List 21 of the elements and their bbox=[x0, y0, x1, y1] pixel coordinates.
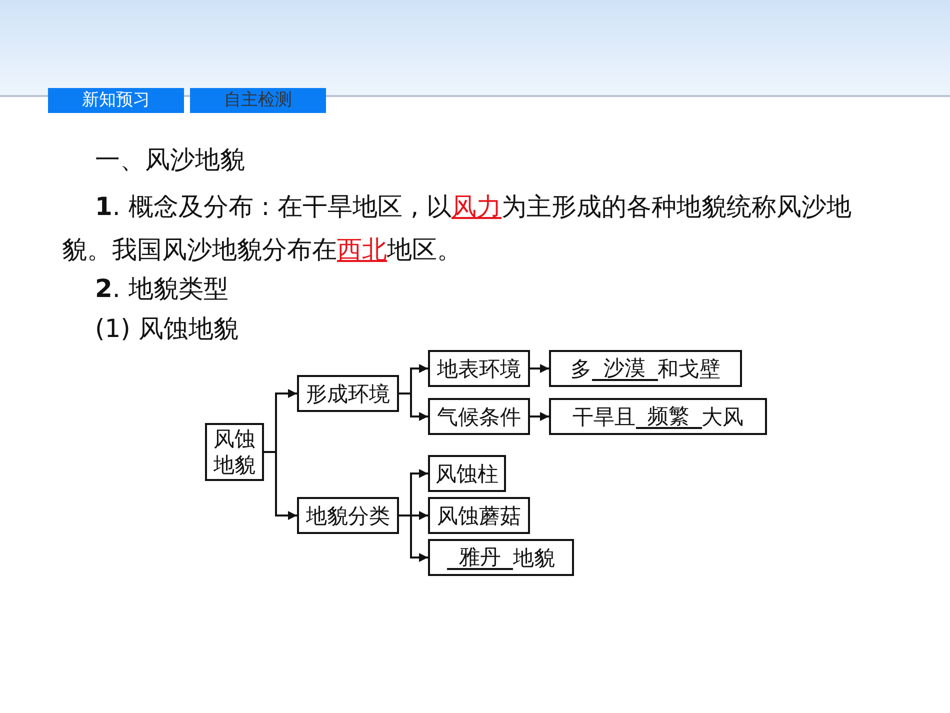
subheading: 2. 地貌类型 bbox=[95, 273, 228, 305]
concept-box: 雅丹 地貌 bbox=[428, 539, 574, 576]
arrow bbox=[530, 412, 549, 421]
subheading: (1) 风蚀地貌 bbox=[95, 313, 238, 345]
concept-box: 风蚀蘑菇 bbox=[428, 497, 530, 534]
arrow bbox=[399, 514, 428, 562]
concept-box: 地貌分类 bbox=[297, 497, 399, 534]
concept-box: 气候条件 bbox=[428, 398, 530, 435]
section-heading: 一、风沙地貌 bbox=[95, 144, 245, 176]
arrow bbox=[264, 451, 297, 520]
concept-box: 多 沙漠 和戈壁 bbox=[549, 350, 742, 387]
concept-box: 风蚀柱 bbox=[428, 455, 506, 492]
concept-box: 形成环境 bbox=[297, 375, 399, 412]
concept-box: 地表环境 bbox=[428, 350, 530, 387]
concept-box: 干旱且 频繁 大风 bbox=[549, 398, 767, 435]
arrow bbox=[530, 364, 549, 373]
arrow bbox=[399, 392, 428, 421]
tab-label: 新知预习 bbox=[48, 88, 184, 113]
concept-box: 风蚀地貌 bbox=[205, 423, 264, 481]
paragraph-text: 1. 概念及分布 : 在干旱地区 , 以风力为主形成的各种地貌统称风沙地貌。我国风沙地貌分布在西北地区。 bbox=[62, 191, 852, 266]
tab-label: 自主检测 bbox=[190, 88, 326, 113]
